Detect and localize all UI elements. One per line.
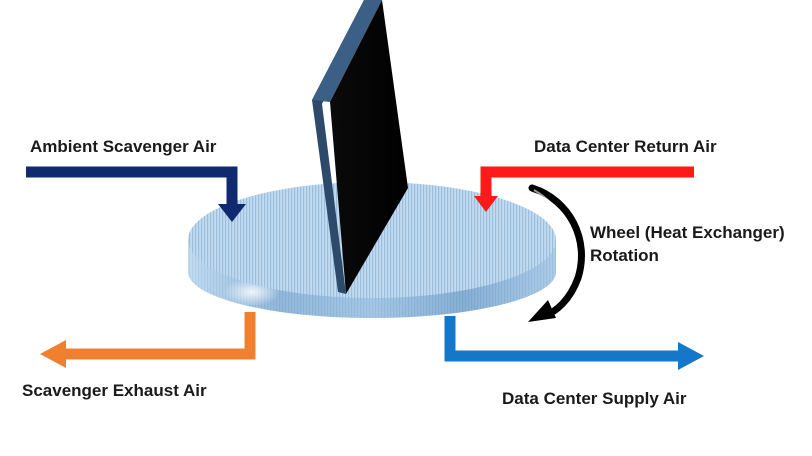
data-center-return-air-label: Data Center Return Air bbox=[534, 137, 717, 156]
scavenger-exhaust-air-arrow bbox=[40, 312, 256, 368]
data-center-supply-air-label: Data Center Supply Air bbox=[502, 389, 687, 408]
divider-panel-edge bbox=[312, 0, 382, 102]
wheel-rotation-label-line1: Wheel (Heat Exchanger) bbox=[590, 223, 785, 242]
ambient-scavenger-air-arrow bbox=[26, 166, 246, 222]
scavenger-exhaust-air-label: Scavenger Exhaust Air bbox=[22, 381, 207, 400]
data-center-return-air-arrow bbox=[474, 166, 694, 212]
divider-panel bbox=[312, 0, 408, 294]
divider-panel-front bbox=[330, 0, 408, 294]
data-center-supply-air-arrow bbox=[444, 316, 704, 370]
curved-rotation-arrow-icon bbox=[528, 184, 585, 322]
ambient-scavenger-air-label: Ambient Scavenger Air bbox=[30, 137, 217, 156]
wheel-rotation-label-line2: Rotation bbox=[590, 246, 659, 265]
